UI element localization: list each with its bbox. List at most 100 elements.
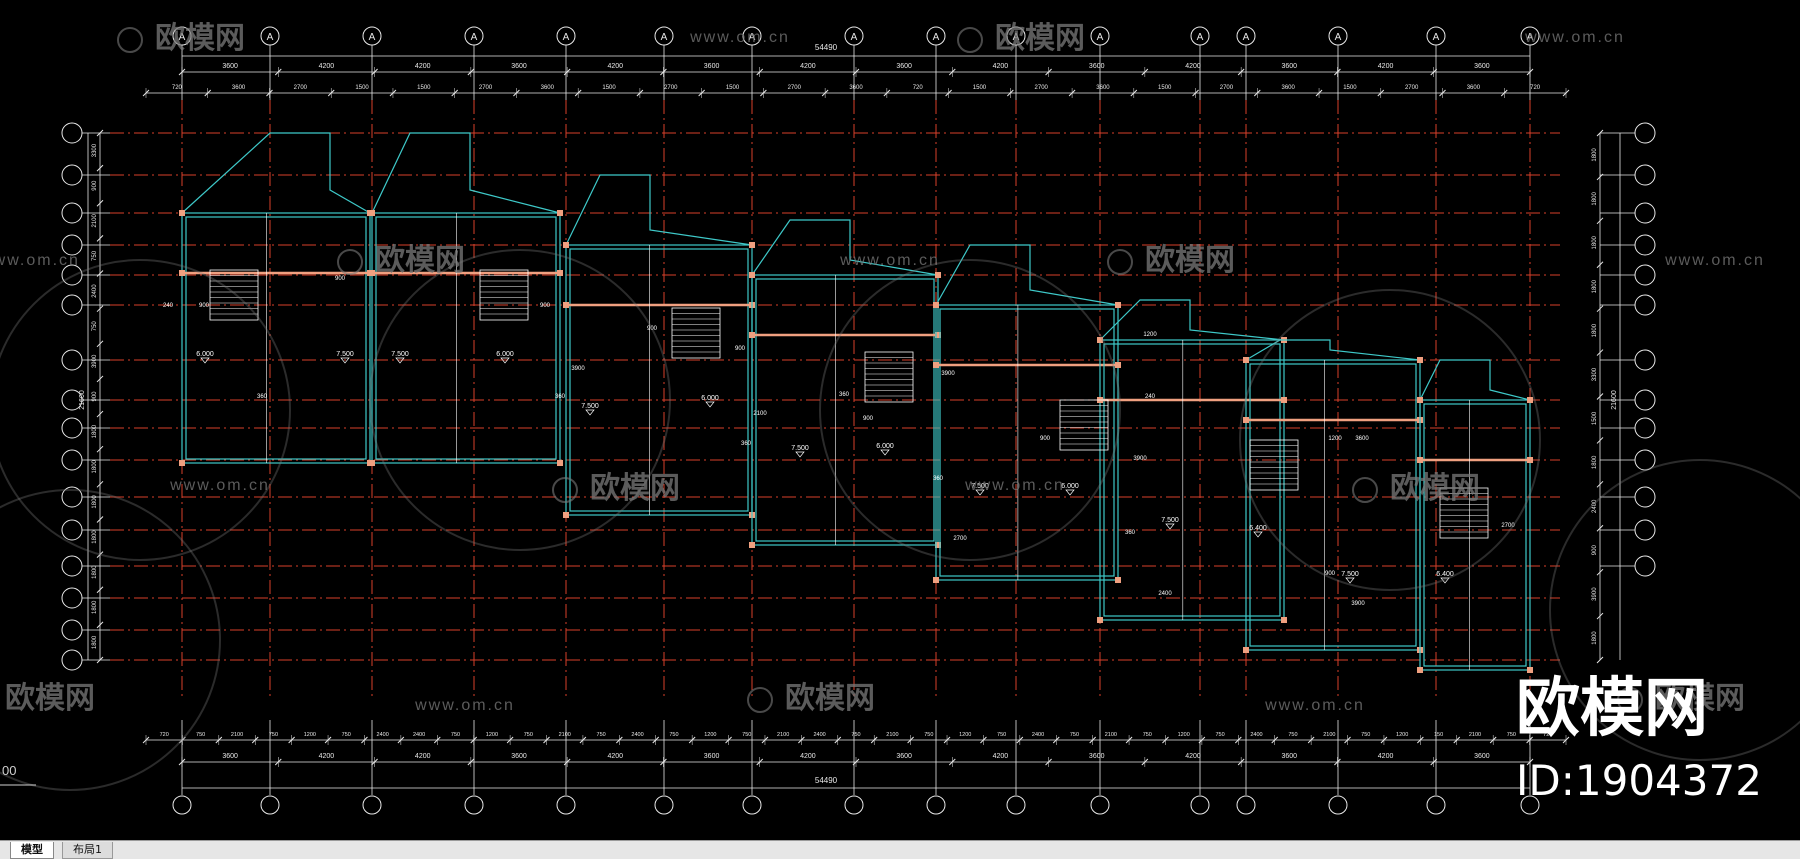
column [749, 542, 755, 548]
axis-bubble-left [61, 649, 83, 671]
axis-bubble-right [1634, 234, 1656, 256]
top-sub-label: 3600 [1281, 85, 1295, 91]
elevation-marker [1345, 577, 1355, 584]
unit-wall [1103, 343, 1281, 617]
axis-bubble-right [1634, 294, 1656, 316]
top-sub-label: 2700 [788, 85, 802, 91]
right-dims-label: 1800 [1592, 148, 1598, 162]
bottom-sub-label: 750 [1288, 732, 1297, 738]
axis-bubble-bottom [1236, 795, 1256, 815]
watermark-logo-icon [1617, 687, 1643, 713]
elevation-label: 6.400 [1436, 571, 1454, 578]
top-sub-label: 2700 [1405, 85, 1419, 91]
axis-bubble-bottom [556, 795, 576, 815]
column [1281, 617, 1287, 623]
elevation-marker [340, 357, 350, 364]
column [1115, 302, 1121, 308]
right-dims-tick [1596, 393, 1604, 400]
axis-bubble-left [61, 122, 83, 144]
small-dimension-label: 360 [1125, 530, 1136, 536]
axis-bubble-left [61, 449, 83, 471]
column [557, 460, 563, 466]
column [1097, 337, 1103, 343]
axis-bubble-label: A [369, 32, 376, 43]
watermark-ring [0, 489, 221, 791]
left-dims-label: 900 [92, 180, 98, 191]
stairwells [209, 269, 1489, 539]
right-dims-tick [1596, 437, 1604, 444]
axis-bubble-left [61, 555, 83, 577]
right-dims-tick [1596, 217, 1604, 225]
axis-bubble-bottom [654, 795, 674, 815]
unit-wall [569, 248, 749, 512]
top-bays-label: 3600 [1089, 63, 1105, 70]
unit-upper-wall [751, 219, 939, 276]
small-dimension-label: 3900 [571, 366, 585, 372]
elevation-label: 6.000 [701, 395, 719, 402]
watermark-ring [819, 259, 1121, 561]
axis-bubble-label: A [1243, 32, 1250, 43]
bottom-sub-label: 720 [160, 732, 169, 738]
watermark-brand: 欧模网 [1390, 471, 1480, 506]
small-dimension-label: 360 [257, 394, 268, 400]
column [1527, 667, 1533, 673]
tab-model[interactable]: 模型 [10, 842, 54, 859]
top-bays-label: 3600 [1281, 63, 1297, 70]
left-dims-tick [96, 270, 104, 277]
axis-bubble-top [1006, 26, 1026, 46]
left-dims-label: 3900 [92, 354, 98, 368]
unit-wall [185, 216, 367, 460]
left-dims-label: 1800 [92, 530, 98, 544]
bottom-sub-label: 750 [342, 732, 351, 738]
left-dims-label: 1800 [92, 459, 98, 473]
small-dimension-label: 360 [555, 394, 566, 400]
bottom-bays-label: 3600 [1281, 753, 1297, 760]
column [563, 302, 569, 308]
left-dims-label: 1800 [92, 635, 98, 649]
watermark-brand: 欧模网 [1145, 243, 1235, 278]
small-dimension-label: 1200 [1328, 436, 1342, 442]
watermark-ring [1549, 459, 1800, 761]
unit-wall [1423, 403, 1527, 667]
column [749, 332, 755, 338]
column [1417, 667, 1423, 673]
watermark-logo-icon [957, 27, 983, 53]
axis-bubble-top [1236, 26, 1256, 46]
small-dimension-label: 2700 [1501, 523, 1515, 529]
left-dims-tick [96, 340, 104, 348]
axis-bubble-top [1190, 26, 1210, 46]
bottom-sub-label: 2100 [1105, 732, 1117, 738]
watermark-logo-large: 欧模网 [1516, 672, 1708, 746]
layout-tab-bar: 模型 布局1 [0, 840, 1800, 859]
axis-bubble-left [61, 294, 83, 316]
elevation-label: 6.000 [196, 351, 214, 358]
column [1417, 397, 1423, 403]
bottom-bays-label: 3600 [511, 753, 527, 760]
column [933, 362, 939, 368]
axis-bubble-label: A [563, 32, 570, 43]
left-dims-label: 750 [92, 250, 98, 261]
elevation-label: 6.000 [496, 351, 514, 358]
left-dims-tick [96, 586, 104, 594]
column [1527, 397, 1533, 403]
unit-upper-wall [1099, 299, 1285, 341]
elevation-label: 6.400 [1249, 525, 1267, 532]
left-dims-tick [96, 480, 104, 488]
right-dims-tick [1596, 305, 1604, 313]
small-dimension-label: 3900 [1133, 456, 1147, 462]
top-sub-label: 1500 [726, 85, 740, 91]
watermark-site: www.om.cn [964, 477, 1065, 494]
column [563, 242, 569, 248]
watermark-brand: 欧模网 [995, 21, 1085, 56]
elevation-marker [500, 357, 510, 364]
right-dims-label: 2400 [1592, 499, 1598, 513]
bottom-sub-label: 750 [669, 732, 678, 738]
top-bays-label: 3600 [222, 63, 238, 70]
left-dims-label: 1800 [92, 424, 98, 438]
stairwell [671, 307, 721, 359]
unit-upper-wall [935, 244, 1119, 306]
tab-layout1[interactable]: 布局1 [62, 842, 113, 859]
axis-bubble-right [1634, 202, 1656, 224]
